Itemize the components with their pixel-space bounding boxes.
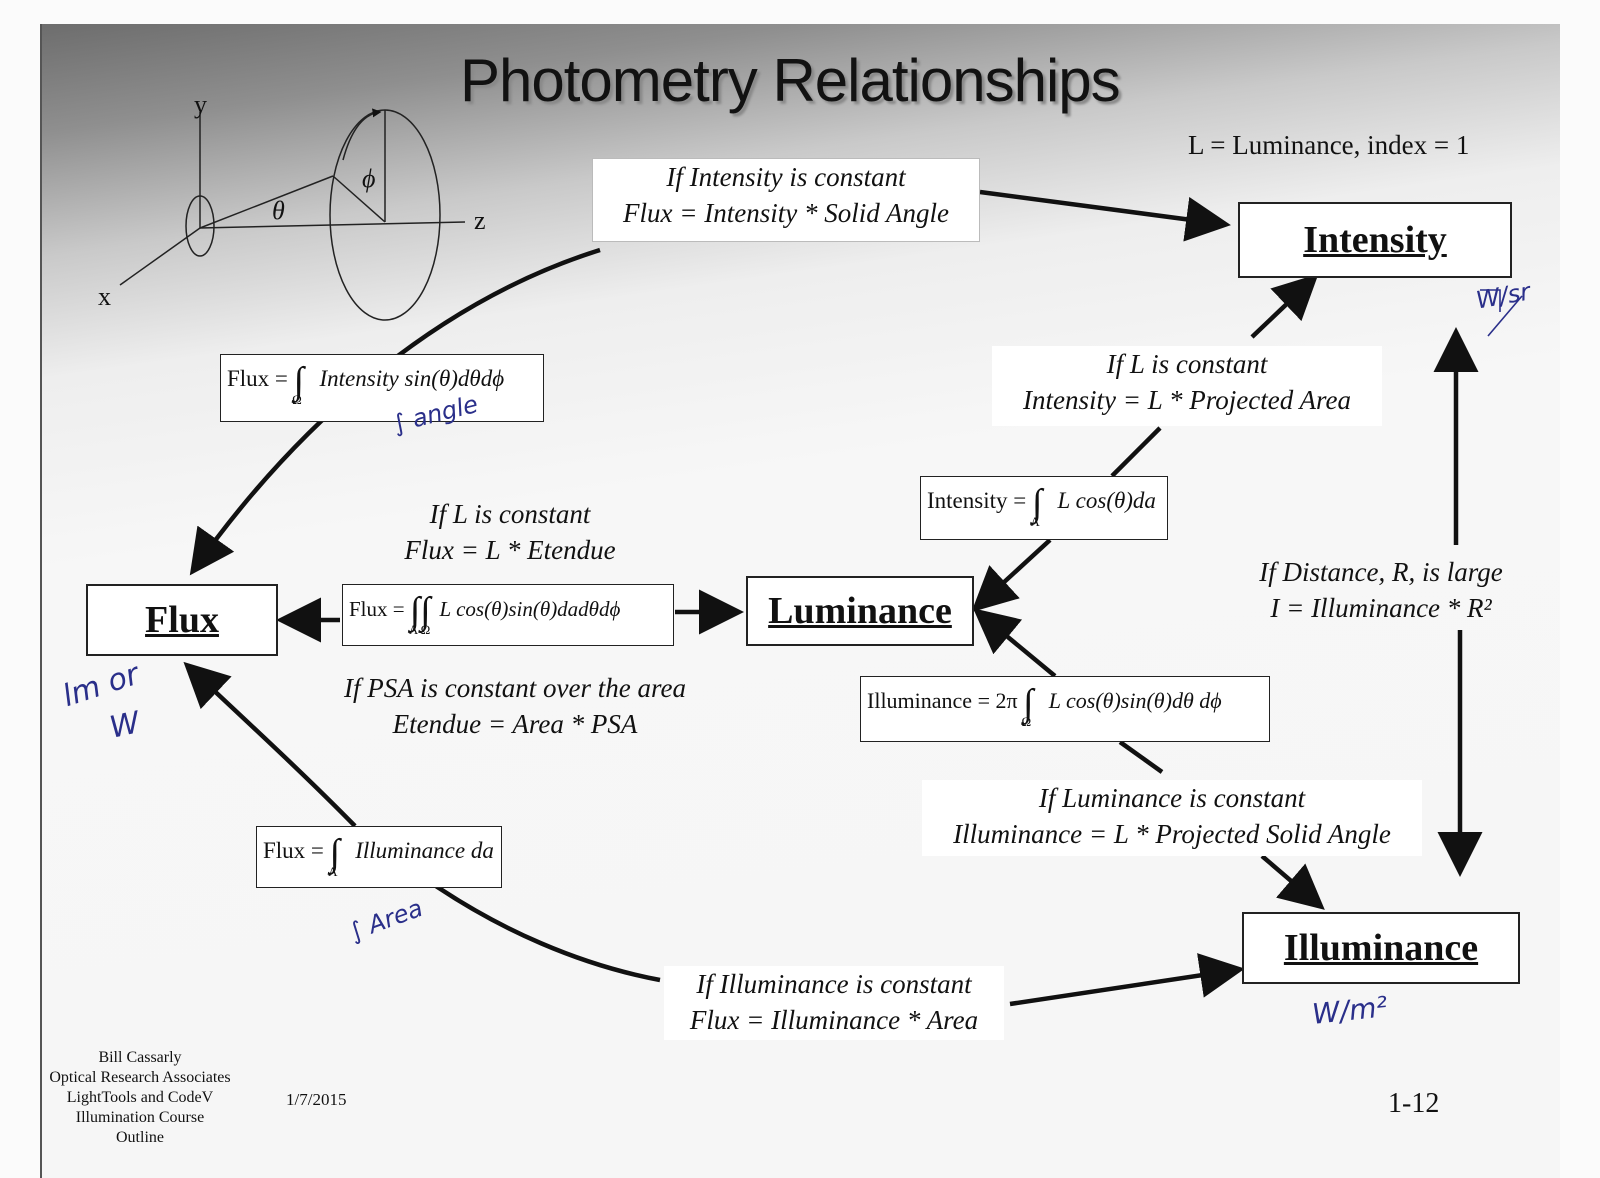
integral-limit: Ω <box>1021 714 1032 729</box>
footer-author-line: Optical Research Associates <box>49 1069 231 1086</box>
note-intensity-constant: If Intensity is constant Flux = Intensit… <box>592 158 980 242</box>
arrow-luminance-to-intensity <box>1250 273 1319 339</box>
note-intensity-constant-line1: If Intensity is constant <box>666 162 906 192</box>
footer-author-block: Bill Cassarly Optical Research Associate… <box>30 1048 250 1148</box>
equation-lhs: Intensity = <box>927 488 1027 513</box>
equation-flux-from-illuminance: Flux = ∫A Illuminance da <box>256 826 502 888</box>
handwritten-flux-units-line2: W <box>106 705 143 746</box>
note-l-constant-flux-line1: If L is constant <box>429 499 591 529</box>
footer-author-line: Outline <box>116 1129 164 1146</box>
equation-lhs: Flux = <box>349 597 405 621</box>
integral-symbol: ∫∫ <box>409 590 431 632</box>
integral-symbol: ∫ <box>1023 682 1034 724</box>
luminance-node: Luminance <box>746 576 974 646</box>
arrow-intensity-to-luminance <box>971 538 1052 613</box>
integral-limit: A <box>1030 514 1040 529</box>
note-psa-constant-line1: If PSA is constant over the area <box>344 673 686 703</box>
legend-text: L = Luminance, index = 1 <box>1188 130 1470 160</box>
integral-symbol: ∫ <box>329 832 341 874</box>
flux-node: Flux <box>86 584 278 656</box>
phi-arc <box>342 108 382 161</box>
footer-date: 1/7/2015 <box>286 1090 347 1109</box>
equation-flux-from-l: Flux = ∫∫A Ω L cos(θ)sin(θ)dadθdϕ <box>342 584 674 646</box>
note-l-constant-intensity: If L is constant Intensity = L * Project… <box>992 346 1382 426</box>
arrow-up-to-flux <box>183 661 357 828</box>
note-l-constant-intensity-line1: If L is constant <box>1106 349 1268 379</box>
note-l-constant-flux: If L is constant Flux = L * Etendue <box>330 496 690 568</box>
equation-lhs: Illuminance = 2π <box>867 688 1018 713</box>
integral-symbol: ∫ <box>293 360 305 402</box>
footer-author-line: LightTools and CodeV <box>66 1089 214 1106</box>
hand-stroke-w <box>1480 289 1501 312</box>
coordinate-sketch <box>119 108 466 321</box>
equation-body: Illuminance da <box>355 838 494 863</box>
equation-body: L cos(θ)da <box>1057 488 1156 513</box>
note-psa-constant-line2: Etendue = Area * PSA <box>392 709 638 739</box>
integral-symbol: ∫ <box>1031 482 1043 524</box>
z-axis <box>199 221 466 229</box>
note-illuminance-constant: If Illuminance is constant Flux = Illumi… <box>664 966 1004 1040</box>
z-axis-label: z <box>474 206 486 235</box>
curve-bottom-left <box>428 880 661 983</box>
x-axis <box>119 227 201 286</box>
slide-edge <box>40 24 42 1178</box>
arrow-bottom-to-illuminance <box>1009 953 1245 1007</box>
connector-intensity-eq <box>1110 426 1162 478</box>
note-luminance-constant-line1: If Luminance is constant <box>1038 783 1306 813</box>
equation-lhs: Flux = <box>227 366 288 391</box>
arrow-illuminance-to-luminance <box>973 608 1057 678</box>
integral-limit: Ω <box>292 392 302 407</box>
note-l-constant-flux-line2: Flux = L * Etendue <box>404 535 616 565</box>
integral-limit: A Ω <box>408 622 431 637</box>
equation-flux-from-intensity: Flux = ∫Ω Intensity sin(θ)dθdϕ <box>220 354 544 422</box>
arrow-to-illuminance <box>1260 854 1325 910</box>
page-number: 1-12 <box>1388 1088 1440 1119</box>
ray-line <box>199 175 334 229</box>
projection-line <box>332 175 386 223</box>
connector-illuminance-eq <box>1118 740 1164 774</box>
note-l-constant-intensity-line2: Intensity = L * Projected Area <box>1023 385 1351 415</box>
theta-label: θ <box>272 196 285 225</box>
equation-body: L cos(θ)sin(θ)dθ dϕ <box>1048 688 1222 713</box>
phi-label: ϕ <box>362 164 376 193</box>
integral-limit: A <box>328 864 338 879</box>
hand-slash <box>1487 295 1523 337</box>
page-title: Photometry Relationships <box>460 47 1121 114</box>
equation-lhs: Flux = <box>263 838 324 863</box>
illuminance-node: Illuminance <box>1242 912 1520 984</box>
small-aperture <box>185 195 215 257</box>
note-intensity-constant-line2: Flux = Intensity * Solid Angle <box>623 198 949 228</box>
note-luminance-constant: If Luminance is constant Illuminance = L… <box>922 780 1422 856</box>
note-distance-large-line2: I = Illuminance * R² <box>1270 593 1492 623</box>
note-psa-constant: If PSA is constant over the area Etendue… <box>310 670 720 742</box>
equation-body: Intensity sin(θ)dθdϕ <box>319 366 505 391</box>
arrow-to-intensity <box>979 189 1231 242</box>
equation-illuminance-from-l: Illuminance = 2π ∫Ω L cos(θ)sin(θ)dθ dϕ <box>860 676 1270 742</box>
note-illuminance-constant-line2: Flux = Illuminance * Area <box>689 1005 979 1035</box>
note-luminance-constant-line2: Illuminance = L * Projected Solid Angle <box>953 819 1391 849</box>
note-distance-large-line1: If Distance, R, is large <box>1259 557 1503 587</box>
x-axis-label: x <box>98 282 111 311</box>
handwriting-strokes <box>1480 289 1523 337</box>
note-illuminance-constant-line1: If Illuminance is constant <box>696 969 972 999</box>
note-distance-large: If Distance, R, is large I = Illuminance… <box>1236 554 1526 626</box>
equation-intensity-from-l: Intensity = ∫A L cos(θ)da <box>920 476 1168 540</box>
footer-author-line: Illumination Course <box>75 1109 205 1126</box>
intensity-node: Intensity <box>1238 202 1512 278</box>
footer-author-line: Bill Cassarly <box>98 1049 182 1066</box>
y-axis-label: y <box>194 90 207 119</box>
equation-body: L cos(θ)sin(θ)dadθdϕ <box>439 597 621 621</box>
